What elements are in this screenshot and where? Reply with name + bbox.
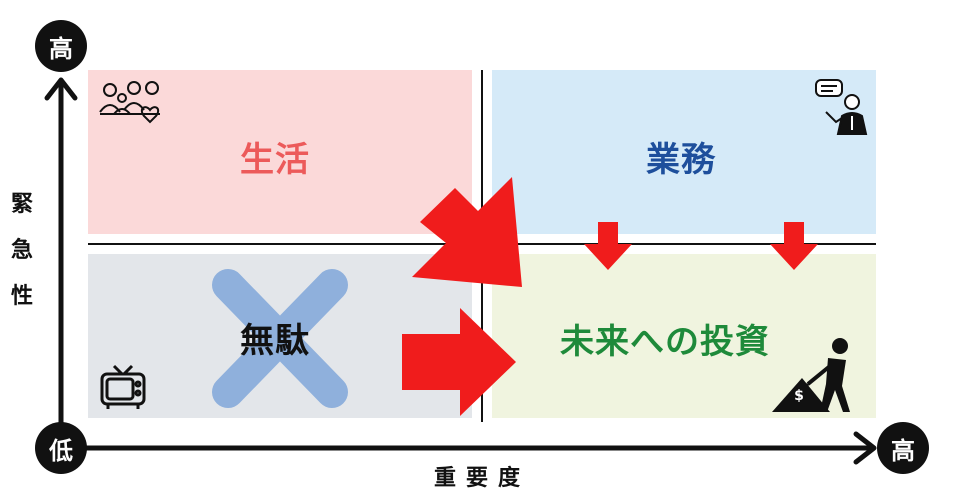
x-axis-high-badge: 高	[877, 422, 929, 474]
y-axis	[44, 77, 78, 448]
arrow-life-to-invest	[412, 177, 522, 287]
quadrant-label-life: 生活	[240, 140, 310, 180]
x-axis	[61, 431, 877, 465]
television-icon	[100, 364, 146, 409]
quadrant-life	[88, 70, 472, 234]
y-axis-high-badge: 高	[35, 20, 87, 72]
arrow-work-down-left	[584, 222, 632, 270]
quadrant-label-work: 業務	[646, 140, 716, 180]
arrow-waste-to-invest	[402, 308, 516, 416]
origin-low-badge: 低	[35, 422, 87, 474]
y-axis-label: 緊 急 性	[10, 192, 33, 309]
quadrant-work	[492, 70, 876, 234]
quadrant-label-invest: 未来への投資	[560, 322, 770, 362]
dollar-sign-icon: $	[794, 388, 804, 404]
cross-mark	[212, 269, 348, 408]
arrow-work-down-right	[770, 222, 818, 270]
x-axis-label: 重要度	[433, 466, 530, 491]
businessman-chat-icon	[815, 79, 868, 135]
quadrant-label-waste: 無駄	[240, 321, 310, 361]
worker-shovel-dollar-icon	[772, 338, 850, 412]
family-heart-icon	[99, 81, 160, 124]
